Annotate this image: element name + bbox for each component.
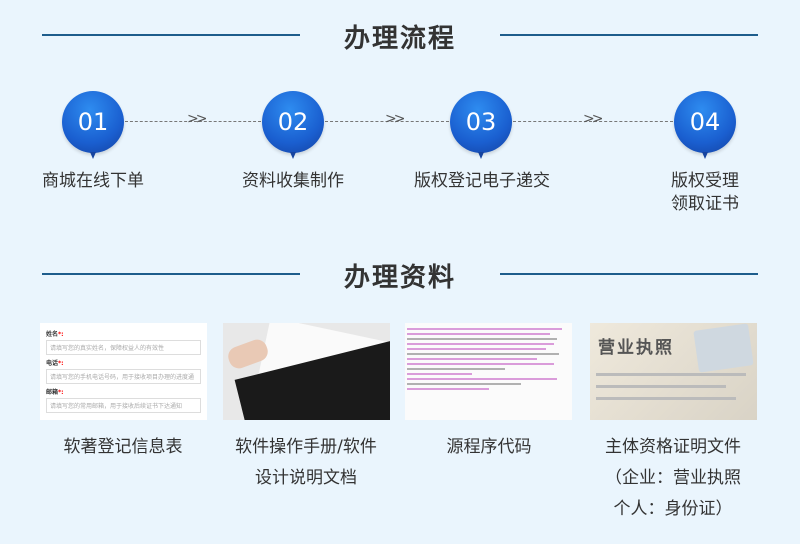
business-license-image: 营业执照 bbox=[590, 323, 757, 420]
divider-left bbox=[42, 34, 300, 36]
step-circle-3: 03 bbox=[450, 91, 512, 159]
arrow-icon: >> bbox=[187, 111, 208, 127]
material-caption-1: 软著登记信息表 bbox=[63, 437, 183, 457]
required-mark: *: bbox=[58, 360, 64, 367]
required-mark: *: bbox=[58, 331, 64, 338]
license-title: 营业执照 bbox=[598, 338, 674, 358]
form-label: 姓名 bbox=[46, 331, 59, 338]
divider-left bbox=[42, 273, 300, 275]
connector-3 bbox=[513, 121, 673, 122]
step-circle-4: 04 bbox=[674, 91, 736, 159]
connector-2 bbox=[325, 121, 449, 122]
step-label-2: 资料收集制作 bbox=[242, 171, 344, 191]
step-label-1: 商城在线下单 bbox=[42, 171, 144, 191]
form-field: 请填写您的常用邮箱，用于接收后续证书下达通知 bbox=[46, 398, 201, 413]
form-label: 电话 bbox=[46, 360, 59, 367]
step-label-4: 版权受理 领取证书 bbox=[671, 171, 739, 214]
divider-right bbox=[500, 273, 758, 275]
source-code-image bbox=[405, 323, 572, 420]
materials-title: 办理资料 bbox=[343, 263, 456, 293]
form-preview-image: 姓名*: 请填写您的真实姓名，保障权益人的有效性 电话*: 请填写您的手机电话号… bbox=[40, 323, 207, 420]
manual-document-image bbox=[223, 323, 390, 420]
step-circle-1: 01 bbox=[62, 91, 124, 159]
step-circle-2: 02 bbox=[262, 91, 324, 159]
material-caption-2: 软件操作手册/软件 设计说明文档 bbox=[235, 437, 377, 488]
material-caption-4: 主体资格证明文件 （企业：营业执照 个人：身份证） bbox=[605, 437, 741, 519]
divider-right bbox=[500, 34, 758, 36]
form-label: 邮箱 bbox=[46, 389, 59, 396]
form-field: 请填写您的真实姓名，保障权益人的有效性 bbox=[46, 340, 201, 355]
arrow-icon: >> bbox=[385, 111, 406, 127]
form-field: 请填写您的手机电话号码，用于接收项目办理的进度通 bbox=[46, 369, 201, 384]
required-mark: *: bbox=[58, 389, 64, 396]
material-caption-3: 源程序代码 bbox=[446, 437, 532, 457]
step-label-3: 版权登记电子递交 bbox=[414, 171, 550, 191]
connector-1 bbox=[125, 121, 261, 122]
process-title: 办理流程 bbox=[343, 24, 456, 54]
arrow-icon: >> bbox=[583, 111, 604, 127]
